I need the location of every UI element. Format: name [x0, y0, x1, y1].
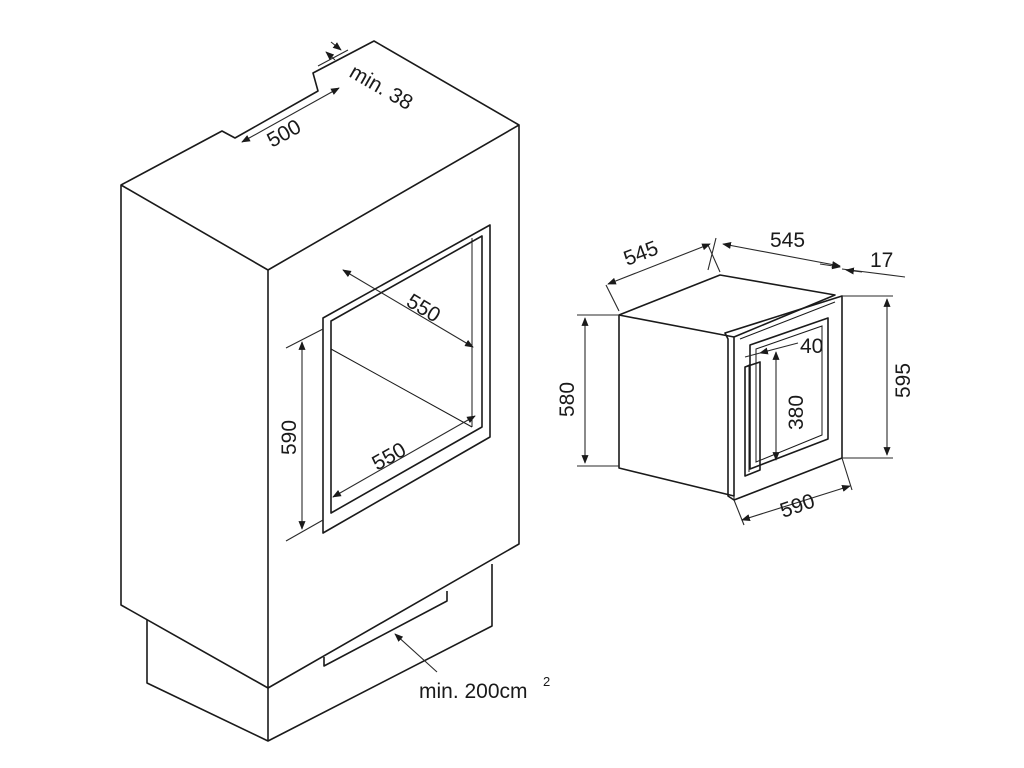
label-niche-height: 590 — [278, 420, 301, 455]
label-top-depth: 500 — [263, 115, 305, 152]
label-top-gap: min. 38 — [346, 60, 417, 114]
label-niche-depth: 550 — [402, 290, 444, 328]
label-door-inset: 40 — [800, 335, 823, 358]
appliance-handle — [744, 361, 761, 477]
label-front-height: 595 — [892, 363, 915, 398]
appliance-drawing: 545 545 17 580 595 590 40 380 — [556, 229, 915, 526]
ventilation-slot — [323, 591, 448, 667]
cabinet-top-face — [120, 40, 520, 186]
label-front-thickness: 17 — [870, 249, 893, 272]
label-ventilation-superscript: 2 — [543, 674, 550, 689]
cabinet-front-face — [120, 184, 269, 689]
cabinet-plinth — [146, 564, 493, 742]
appliance-window — [749, 317, 829, 470]
cabinet-side-face — [267, 124, 520, 689]
appliance-front-panel — [724, 295, 843, 501]
cabinet-drawing: 500 min. 38 550 550 590 min. 200cm 2 — [120, 40, 550, 742]
niche-opening — [322, 224, 491, 534]
label-niche-width: 550 — [368, 438, 410, 475]
label-window-height: 380 — [785, 395, 808, 430]
label-ventilation: min. 200cm — [419, 680, 528, 703]
label-body-height: 580 — [556, 382, 579, 417]
label-depth-top: 545 — [770, 229, 805, 252]
label-front-width: 590 — [777, 490, 818, 523]
